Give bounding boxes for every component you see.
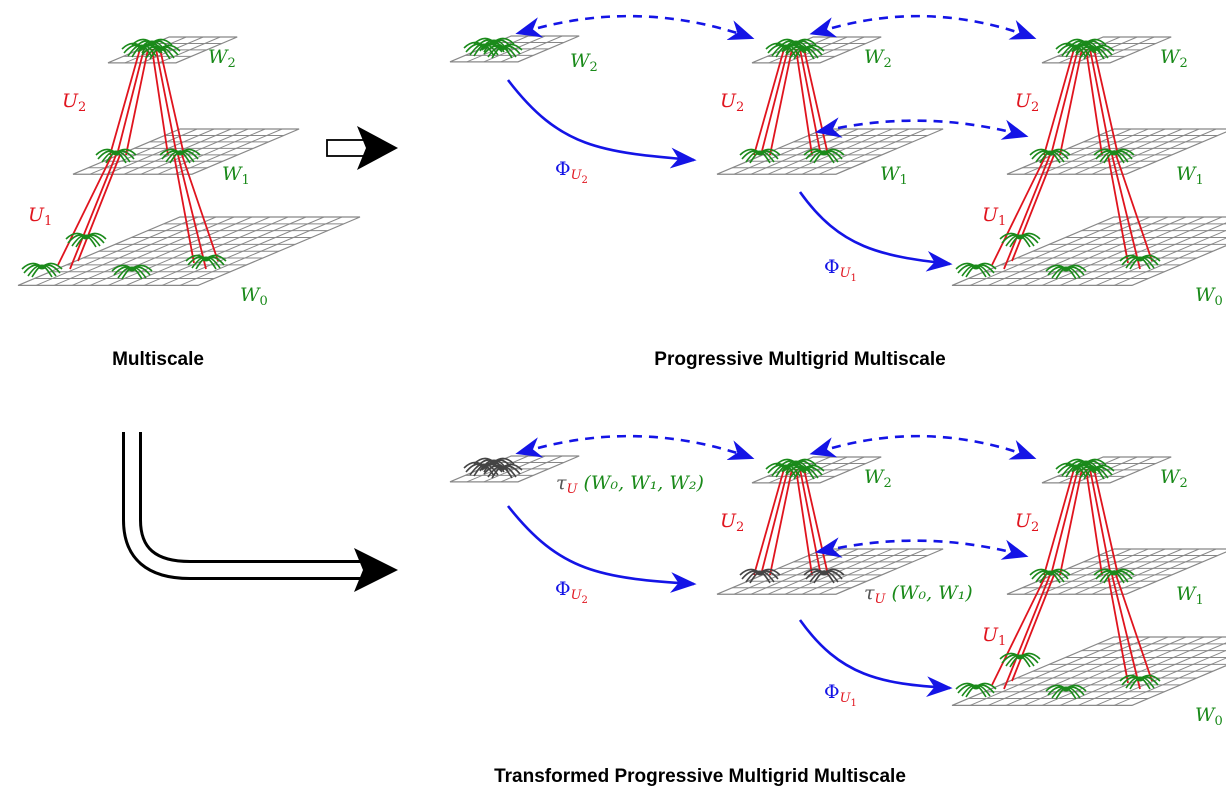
ms-lines-u1 — [57, 154, 219, 270]
label-pm-s3-w2: W2 — [1160, 46, 1188, 71]
label-ms-u2: U2 — [62, 90, 87, 115]
pm-s3-spider-w2 — [1073, 44, 1115, 60]
pm-s3-spider-w0b — [999, 232, 1041, 248]
label-tp-s3-w0: W0 — [1195, 704, 1223, 729]
label-ms-w2: W2 — [208, 46, 236, 71]
filter-icons-layer — [21, 37, 1161, 700]
tp-s3-spider-w0d — [1119, 674, 1161, 690]
tp-s3-spider-w0a — [955, 682, 997, 698]
pm-s3-spider-w0c — [1045, 264, 1087, 280]
tp-s3-spider-w1b — [1093, 568, 1135, 584]
label-pm-s2-w1: W1 — [880, 163, 908, 188]
label-tp-s3-w1: W1 — [1176, 583, 1204, 608]
ms-spider-w0b — [65, 232, 107, 248]
tp-s3-spider-w0b — [999, 652, 1041, 668]
pm-s3-spider-w1b — [1093, 148, 1135, 164]
pm-s2-lines-u2 — [753, 48, 829, 156]
label-ms-w1: W1 — [222, 163, 250, 188]
label-pm-phi-u2: ΦU2 — [555, 158, 588, 186]
phi-arrow-tp-u2 — [506, 505, 697, 593]
label-pm-s2-u2: U2 — [720, 90, 745, 115]
pm-s3-spider-w1a — [1029, 148, 1071, 164]
pm-s3-spider-w2 — [1065, 38, 1107, 54]
tp-s2-spider-w1a — [739, 568, 781, 584]
label-tp-phi-u2: ΦU2 — [555, 578, 588, 606]
label-pm-s3-u1: U1 — [982, 204, 1007, 229]
dashed-arrow-pm-3 — [815, 117, 1029, 140]
curved-arrow-icon — [122, 432, 398, 592]
caption-multiscale: Multiscale — [112, 349, 204, 370]
label-tp-s3-w2: W2 — [1160, 466, 1188, 491]
pm-s2-spider-w1a — [739, 148, 781, 164]
ms-grid-w0 — [17, 216, 361, 286]
pm-s3-grid-w0 — [951, 216, 1226, 286]
label-tp-phi-u1: ΦU1 — [824, 681, 857, 709]
tp-s3-spider-w1a — [1029, 568, 1071, 584]
tp-s3-lines-u1 — [991, 574, 1153, 690]
tp-s2-spider-w2 — [775, 458, 817, 474]
label-pm-phi-u1: ΦU1 — [824, 256, 857, 284]
label-tp-s2-u2: U2 — [720, 510, 745, 535]
projection-lines-layer — [57, 48, 1153, 690]
label-tp-s3-u1: U1 — [982, 624, 1007, 649]
pm-s3-spider-w0a — [955, 262, 997, 278]
label-pm-s2-w2: W2 — [864, 46, 892, 71]
label-ms-u1: U1 — [28, 204, 53, 229]
label-tp-s2-w2: W2 — [864, 466, 892, 491]
pm-s3-spider-w0d — [1119, 254, 1161, 270]
label-pm-s1-w2: W2 — [570, 50, 598, 75]
label-pm-s3-w1: W1 — [1176, 163, 1204, 188]
ms-spider-w0c — [111, 264, 153, 280]
dashed-arrow-pm-1 — [515, 14, 755, 40]
arrows-layer — [122, 14, 1037, 698]
phi-arrow-tp-u1 — [798, 619, 953, 698]
tp-s2-spider-w1b — [803, 568, 845, 584]
label-tp-tau-2: τU (W₀, W₁) — [864, 582, 973, 607]
label-pm-s3-w0: W0 — [1195, 284, 1223, 309]
arrow-right-icon — [326, 126, 398, 170]
ms-spider-w0d — [185, 254, 227, 270]
dashed-arrow-tp-1 — [515, 434, 755, 460]
pm-s3-lines-u1 — [991, 154, 1153, 270]
phi-arrow-pm-u2 — [506, 79, 697, 169]
pm-s1-spider-w2 — [481, 43, 523, 59]
pm-s2-spider-w2 — [783, 44, 825, 60]
tp-s1-spider-w2 — [481, 463, 523, 479]
ms-spider-w2 — [139, 44, 181, 60]
ms-spider-w1a — [95, 148, 137, 164]
label-tp-s3-u2: U2 — [1015, 510, 1040, 535]
tp-s2-lines-u2 — [753, 468, 829, 576]
dashed-arrow-tp-3 — [815, 537, 1029, 560]
tp-s3-grid-w0 — [951, 636, 1226, 707]
pm-s2-spider-w2 — [775, 38, 817, 54]
tp-s2-spider-w2 — [783, 464, 825, 480]
grid-layer — [17, 35, 1226, 707]
dashed-arrow-pm-2 — [809, 14, 1037, 40]
ms-spider-w0a — [21, 262, 63, 278]
pm-s3-lines-u2 — [1043, 48, 1119, 156]
tp-s3-spider-w2 — [1073, 464, 1115, 480]
label-ms-w0: W0 — [240, 284, 268, 309]
tp-s3-lines-u2 — [1043, 468, 1119, 576]
caption-transformed: Transformed Progressive Multigrid Multis… — [494, 766, 906, 787]
phi-arrow-pm-u1 — [798, 191, 953, 272]
ms-spider-w1b — [159, 148, 201, 164]
ms-lines-u2 — [109, 48, 185, 156]
dashed-arrow-tp-2 — [809, 434, 1037, 460]
tp-s3-spider-w0c — [1045, 684, 1087, 700]
label-tp-tau-3: τU (W₀, W₁, W₂) — [556, 472, 704, 497]
pm-s2-spider-w1b — [803, 148, 845, 164]
caption-progressive: Progressive Multigrid Multiscale — [654, 349, 946, 370]
label-pm-s3-u2: U2 — [1015, 90, 1040, 115]
